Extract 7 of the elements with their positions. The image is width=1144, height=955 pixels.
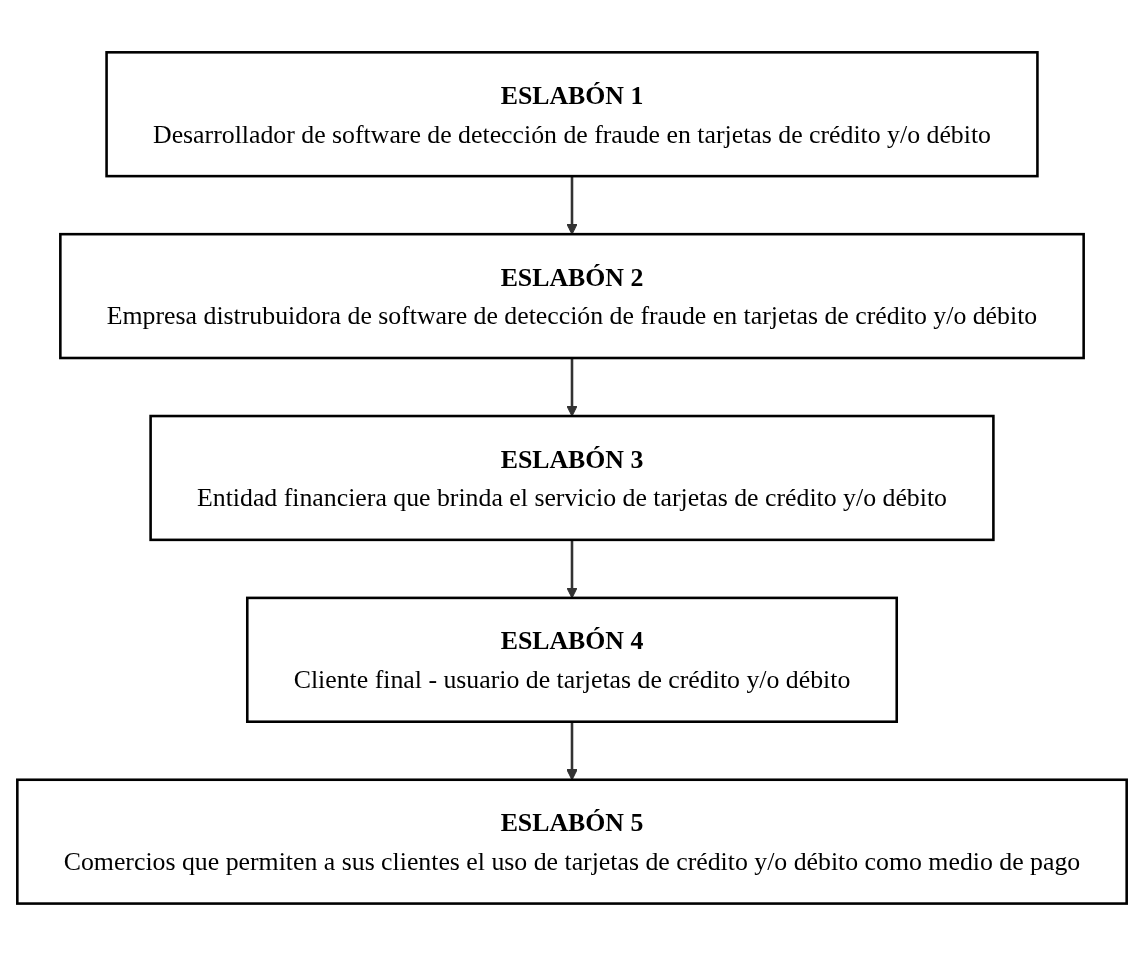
node-box: ESLABÓN 3 Entidad financiera que brinda el servicio de tarjetas de crédito y/o débito <box>149 414 995 541</box>
arrow <box>566 721 578 780</box>
arrow <box>566 539 578 598</box>
node-box: ESLABÓN 4 Cliente final - usuario de tarjetas de crédito y/o débito <box>246 596 898 723</box>
node-box: ESLABÓN 5 Comercios que permiten a sus clientes el uso de tarjetas de crédito y/o débito como medio de pago <box>16 778 1128 905</box>
node-box: ESLABÓN 1 Desarrollador de software de detección de fraude en tarjetas de crédito y/o débito <box>105 50 1039 177</box>
node-box: ESLABÓN 2 Empresa distrubuidora de software de detección de fraude en tarjetas de crédito y/o débito <box>59 232 1085 359</box>
